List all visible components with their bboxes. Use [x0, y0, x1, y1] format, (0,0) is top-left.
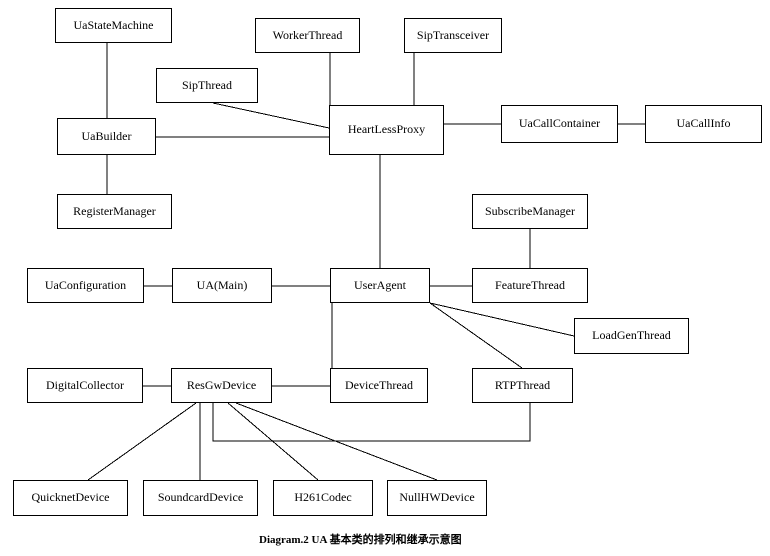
connector-ResGwDevice-to-H261Codec: [227, 402, 319, 481]
class-node-label: WorkerThread: [272, 27, 343, 42]
class-node-label: UaConfiguration: [44, 277, 127, 292]
class-node-UAMain[interactable]: UA(Main): [172, 268, 272, 303]
class-node-label: UaCallContainer: [518, 116, 601, 131]
class-node-label: H261Codec: [294, 490, 352, 505]
class-node-HeartLessProxy[interactable]: HeartLessProxy: [329, 105, 444, 155]
class-node-label: RTPThread: [494, 377, 551, 392]
class-node-SoundcardDevice[interactable]: SoundcardDevice: [143, 480, 258, 516]
class-node-ResGwDevice[interactable]: ResGwDevice: [171, 368, 272, 403]
class-node-label: FeatureThread: [495, 277, 565, 292]
class-node-SubscribeManager[interactable]: SubscribeManager: [472, 194, 588, 229]
class-node-UaBuilder[interactable]: UaBuilder: [57, 118, 156, 155]
connector-UserAgent-to-ResGwDevice: [272, 303, 333, 387]
class-node-label: SipTransceiver: [416, 27, 490, 42]
diagram-caption: Diagram.2 UA 基本类的排列和继承示意图: [259, 534, 462, 546]
class-node-label: UA(Main): [196, 277, 248, 292]
class-node-UaCallInfo[interactable]: UaCallInfo: [645, 105, 762, 143]
class-node-DigitalCollector[interactable]: DigitalCollector: [27, 368, 143, 403]
connector-ResGwDevice-to-QuicknetDevice: [87, 402, 197, 481]
class-node-RegisterManager[interactable]: RegisterManager: [57, 194, 172, 229]
class-node-UaCallContainer[interactable]: UaCallContainer: [501, 105, 618, 143]
class-node-LoadGenThread[interactable]: LoadGenThread: [574, 318, 689, 354]
class-node-SipTransceiver[interactable]: SipTransceiver: [404, 18, 502, 53]
connector-UserAgent-to-LoadGenThread: [429, 302, 575, 337]
class-node-label: SoundcardDevice: [157, 490, 244, 505]
class-node-label: RegisterManager: [73, 203, 156, 218]
class-node-label: ResGwDevice: [186, 377, 257, 392]
class-node-UaConfiguration[interactable]: UaConfiguration: [27, 268, 144, 303]
class-node-label: UaStateMachine: [73, 17, 154, 32]
class-node-NullHWDevice[interactable]: NullHWDevice: [387, 480, 487, 516]
class-node-label: QuicknetDevice: [31, 490, 110, 505]
class-node-label: HeartLessProxy: [347, 122, 426, 137]
class-node-label: UserAgent: [354, 277, 406, 292]
class-node-RTPThread[interactable]: RTPThread: [472, 368, 573, 403]
class-node-UaStateMachine[interactable]: UaStateMachine: [55, 8, 172, 43]
class-node-UserAgent[interactable]: UserAgent: [330, 268, 430, 303]
class-node-H261Codec[interactable]: H261Codec: [273, 480, 373, 516]
class-node-label: DeviceThread: [345, 377, 413, 392]
class-node-label: DigitalCollector: [46, 377, 124, 392]
connector-ResGwDevice-to-NullHWDevice: [235, 402, 438, 481]
class-node-label: UaCallInfo: [676, 116, 731, 131]
connector-ResGwDevice-to-RTPThread: [212, 403, 531, 442]
class-node-QuicknetDevice[interactable]: QuicknetDevice: [13, 480, 128, 516]
class-node-SipThread[interactable]: SipThread: [156, 68, 258, 103]
class-node-DeviceThread[interactable]: DeviceThread: [330, 368, 428, 403]
class-node-label: UaBuilder: [81, 128, 132, 143]
connector-SipThread-to-HeartLessProxy: [212, 102, 330, 129]
connector-UserAgent-to-RTPThread: [429, 302, 523, 369]
class-node-label: SipThread: [182, 77, 232, 92]
class-node-FeatureThread[interactable]: FeatureThread: [472, 268, 588, 303]
class-node-WorkerThread[interactable]: WorkerThread: [255, 18, 360, 53]
class-node-label: LoadGenThread: [592, 328, 671, 343]
class-node-label: NullHWDevice: [399, 490, 475, 505]
class-node-label: SubscribeManager: [485, 203, 575, 218]
